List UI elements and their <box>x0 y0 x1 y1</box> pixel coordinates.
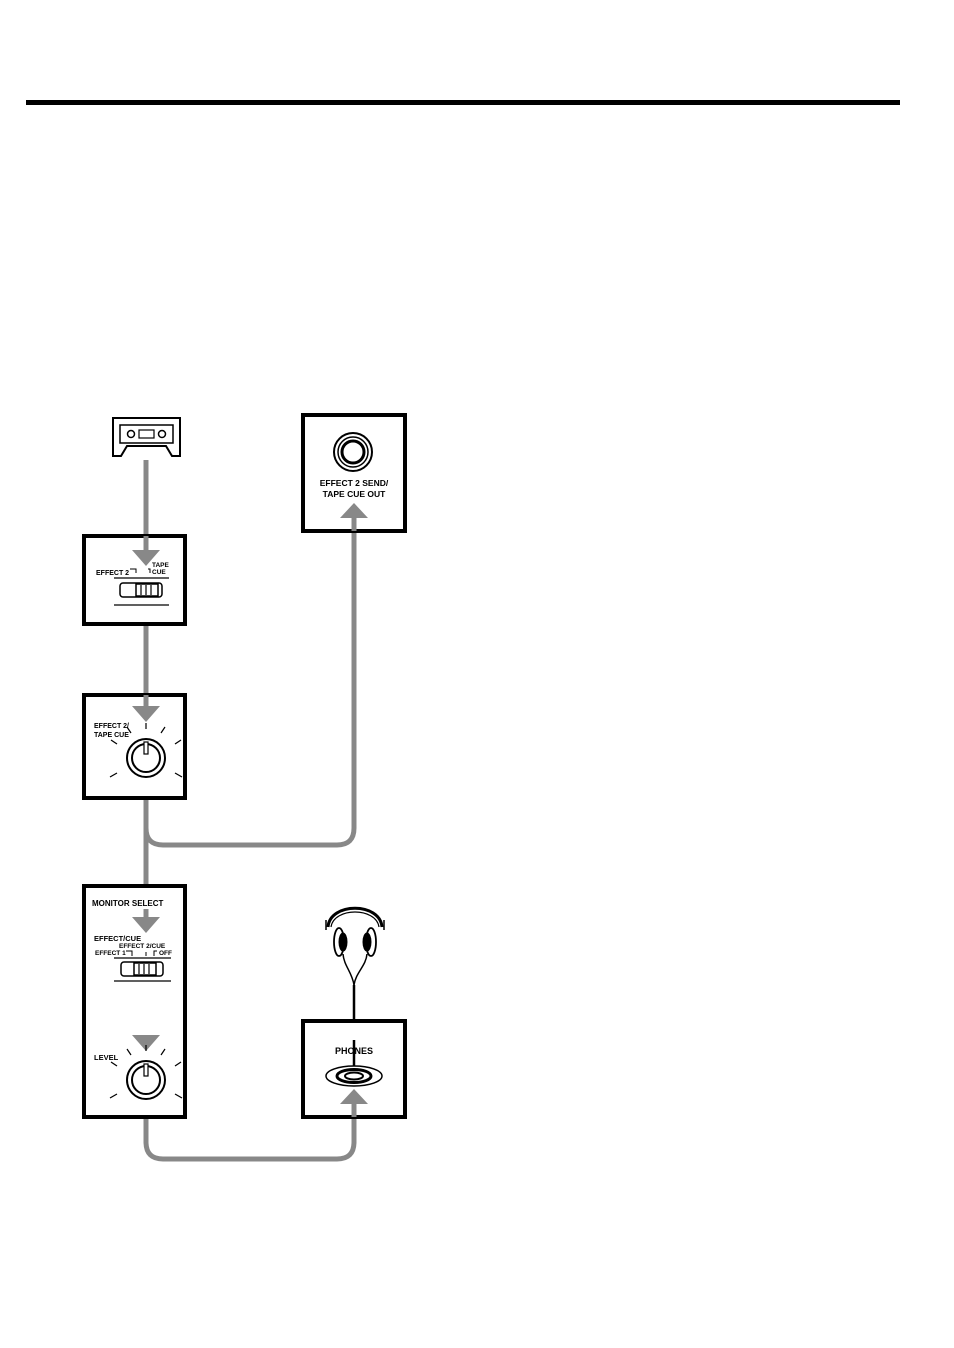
arrow-down-icon <box>132 917 160 933</box>
monitor-select-title: MONITOR SELECT <box>92 899 164 908</box>
effect2-send-jack-panel: EFFECT 2 SEND/ TAPE CUE OUT <box>301 413 407 533</box>
arrow-down-icon <box>132 550 160 566</box>
phones-jack-icon[interactable] <box>325 1065 383 1087</box>
tape-switch-left-label: EFFECT 2 <box>96 570 129 577</box>
monitor-switch-title: EFFECT/CUE <box>94 934 141 943</box>
level-knob-tick-marks <box>109 1045 183 1099</box>
output-jack-label-1: EFFECT 2 SEND/ <box>320 478 389 488</box>
tape-cue-knob-panel: EFFECT 2/ TAPE CUE <box>82 693 187 800</box>
arrow-up-icon <box>340 503 368 518</box>
level-knob[interactable] <box>126 1060 166 1100</box>
tape-cue-knob-label-1: EFFECT 2/ <box>94 723 129 730</box>
arrow-down-icon <box>132 706 160 722</box>
phones-jack-panel: PHONES <box>301 1019 407 1119</box>
cassette-icon <box>112 417 181 457</box>
tape-switch-slider[interactable] <box>114 577 169 606</box>
monitor-select-panel: MONITOR SELECT EFFECT/CUE EFFECT 2/CUE E… <box>82 884 187 1119</box>
monitor-switch-left-label: EFFECT 1 <box>95 950 126 957</box>
headphones-icon <box>325 906 385 1076</box>
tape-cue-knob[interactable] <box>126 738 166 778</box>
monitor-select-slider[interactable] <box>114 957 171 982</box>
arrow-down-icon <box>132 1035 160 1051</box>
level-knob-label: LEVEL <box>94 1053 119 1062</box>
knob-tick-marks <box>109 723 183 778</box>
signal-paths <box>143 460 357 1162</box>
monitor-switch-center-label: EFFECT 2/CUE <box>119 943 166 950</box>
tape-switch-panel: EFFECT 2 TAPE CUE <box>82 534 187 626</box>
signal-line-to-send <box>143 518 357 848</box>
arrow-up-icon <box>340 1089 368 1104</box>
tape-cue-knob-label-2: TAPE CUE <box>94 732 129 739</box>
output-jack-label-2: TAPE CUE OUT <box>323 489 386 499</box>
tape-switch-right-label-1: TAPE <box>152 562 170 569</box>
tape-switch-right-label-2: CUE <box>152 569 166 576</box>
header-rule <box>26 100 900 105</box>
monitor-switch-right-label: OFF <box>159 950 172 957</box>
signal-line-to-phones <box>143 1104 357 1162</box>
output-jack-icon[interactable] <box>333 432 373 472</box>
